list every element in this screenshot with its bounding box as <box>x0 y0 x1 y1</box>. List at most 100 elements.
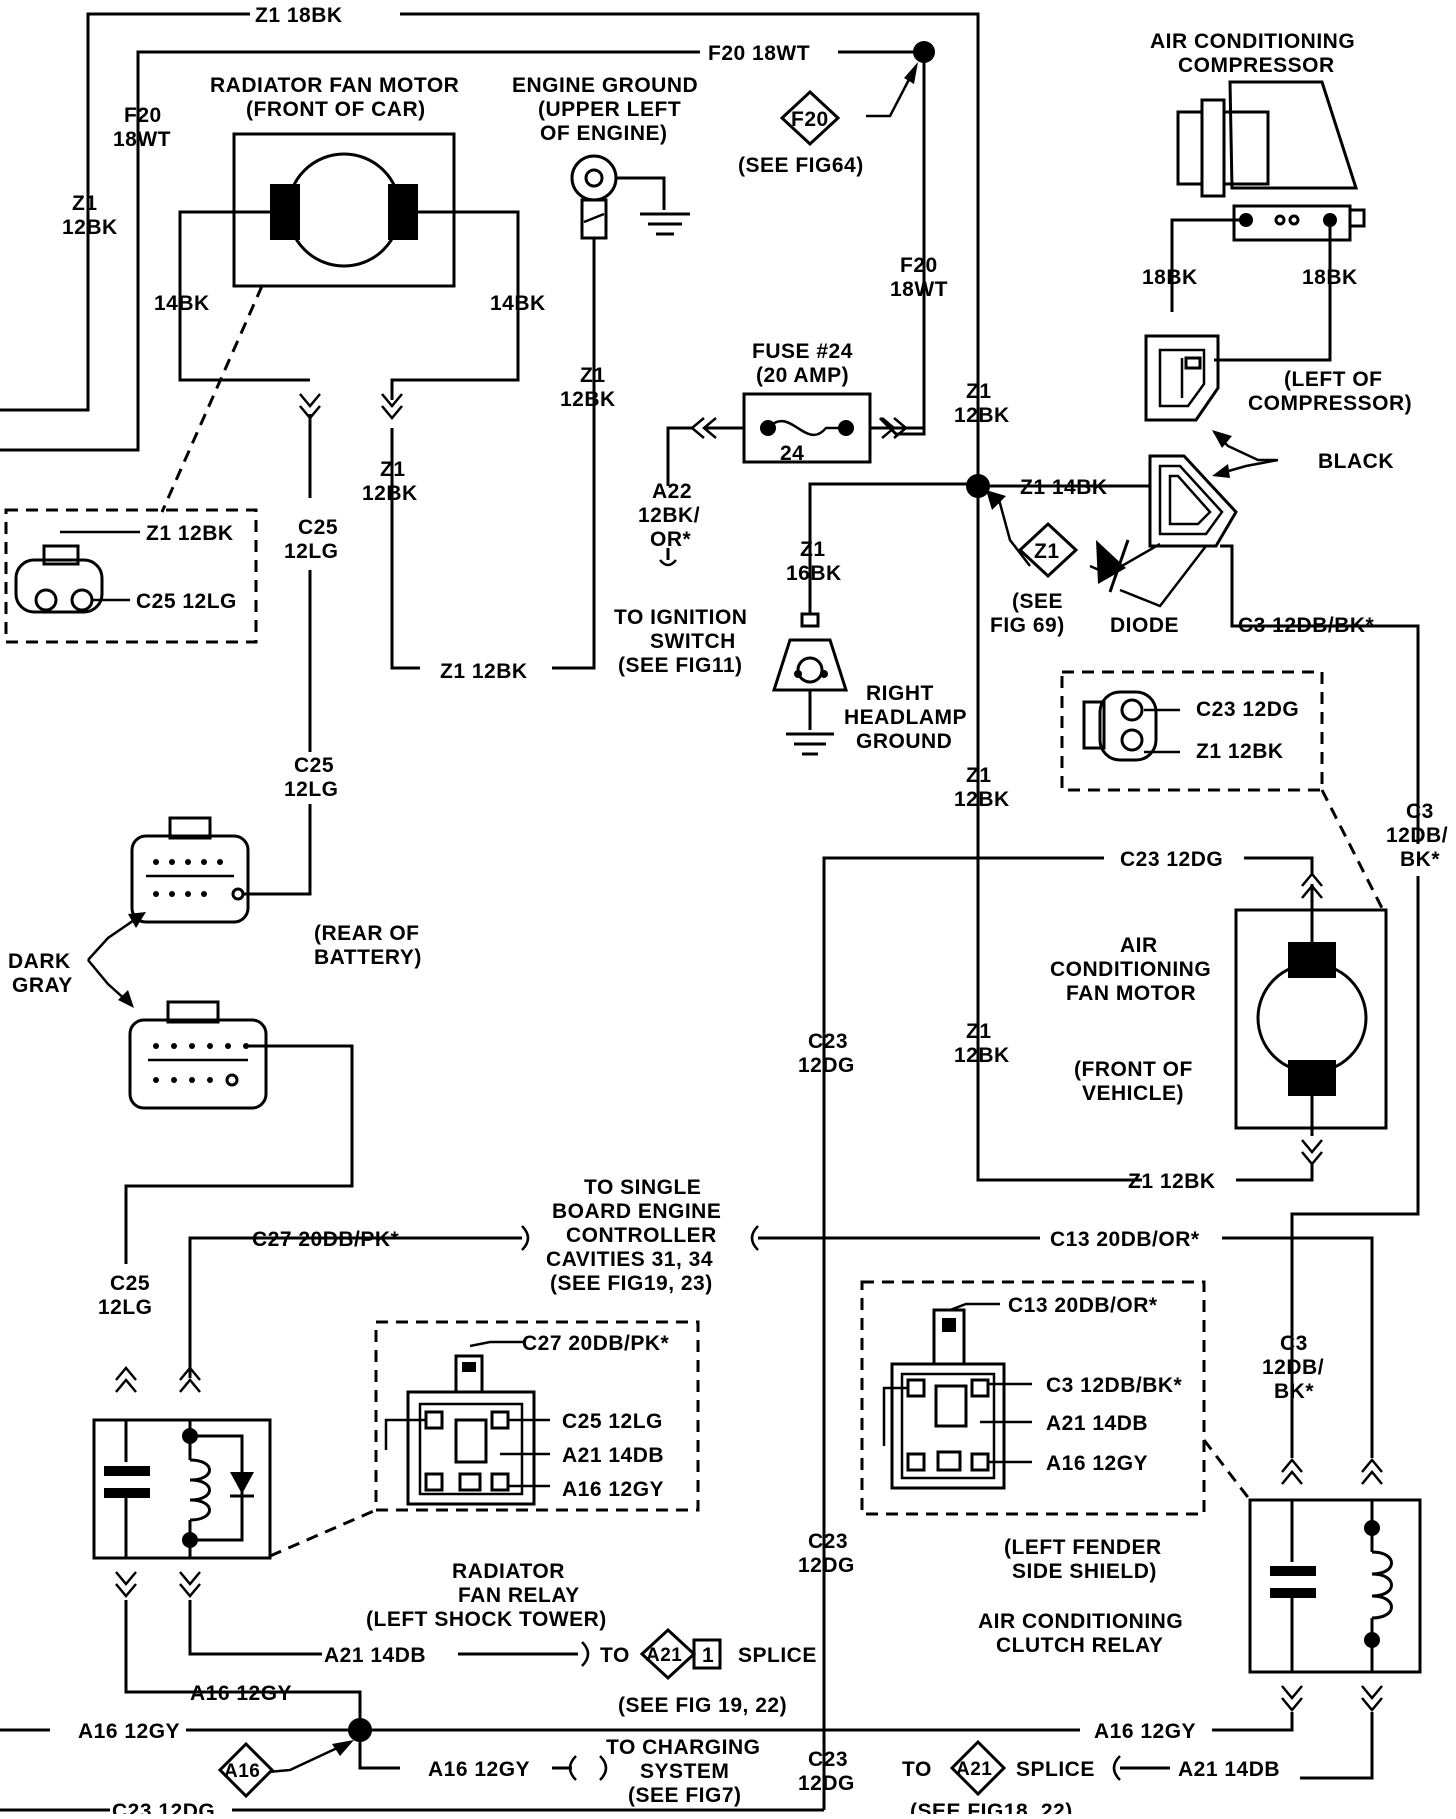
comp-conn-line-2: COMPRESSOR) <box>1248 392 1412 415</box>
engine-ground-line-3: OF ENGINE) <box>540 122 668 145</box>
ac-compressor <box>1170 80 1366 362</box>
headlamp-line-1: RIGHT <box>866 682 934 705</box>
label-c13-20db-or: C13 20DB/OR* <box>1050 1228 1200 1251</box>
label-12bk-left: 12BK <box>62 216 118 239</box>
rad-relay-conn-a21: A21 14DB <box>562 1444 664 1467</box>
label-to-a: TO <box>600 1644 630 1667</box>
charging-line-1: TO CHARGING <box>606 1736 760 1759</box>
left-conn-z1: Z1 12BK <box>146 522 234 545</box>
label-12db-right-a: 12DB/ <box>1386 824 1448 847</box>
label-c3-right-a: C3 <box>1406 800 1434 823</box>
label-z1-12bk-bottom: Z1 12BK <box>440 660 528 683</box>
engine-ground-line-1: ENGINE GROUND <box>512 74 698 97</box>
label-a16-12gy-1: A16 12GY <box>190 1682 292 1705</box>
label-a21-14db-bottom: A21 14DB <box>324 1644 426 1667</box>
label-12db-right-b: 12DB/ <box>1262 1356 1324 1379</box>
ignition-line-1: TO IGNITION <box>614 606 747 629</box>
label-a16-12gy-left: A16 12GY <box>78 1720 180 1743</box>
a16-tag: A16 <box>224 1761 260 1782</box>
label-bk-right-a: BK* <box>1400 848 1440 871</box>
ac-relay-conn-c13: C13 20DB/OR* <box>1008 1294 1158 1317</box>
label-14bk-left: 14BK <box>154 292 210 315</box>
label-c3-right-b: C3 <box>1280 1332 1308 1355</box>
rad-relay-title-1: RADIATOR <box>452 1560 565 1583</box>
label-16bk: 16BK <box>786 562 842 585</box>
dark-gray-pointers <box>87 912 146 1008</box>
label-12lg-a: 12LG <box>284 540 339 563</box>
label-18wt-mid: 18WT <box>890 278 948 301</box>
rad-relay-connector-box <box>374 1320 700 1512</box>
c3-right-wire <box>1290 800 1420 1400</box>
label-see-19-22: (SEE FIG 19, 22) <box>618 1694 787 1717</box>
top-wires <box>0 12 980 484</box>
z1-ref-tag: Z1 <box>1034 540 1060 563</box>
radiator-fan-motor <box>160 132 520 513</box>
label-diode: DIODE <box>1110 614 1179 637</box>
label-f20-mid: F20 <box>900 254 938 277</box>
ac-fan-title-1: AIR <box>1120 934 1158 957</box>
label-a16-12gy-mid: A16 12GY <box>428 1758 530 1781</box>
rad-relay-conn-c27: C27 20DB/PK* <box>522 1332 670 1355</box>
headlamp-line-2: HEADLAMP <box>844 706 967 729</box>
ac-fan-title-3: FAN MOTOR <box>1066 982 1196 1005</box>
controller-line-3: CONTROLLER <box>566 1224 717 1247</box>
black-pointers <box>1212 430 1279 478</box>
ac-fan-connector-box <box>1060 670 1386 913</box>
fuse-title-1: FUSE #24 <box>752 340 853 363</box>
label-18bk-right: 18BK <box>1302 266 1358 289</box>
controller-line-5: (SEE FIG19, 23) <box>550 1272 713 1295</box>
charging-line-3: (SEE FIG7) <box>628 1784 742 1807</box>
ignition-line-3: (SEE FIG11) <box>618 654 743 677</box>
ac-relay-conn-a16: A16 12GY <box>1046 1452 1148 1475</box>
ac-conn-c23: C23 12DG <box>1196 698 1299 721</box>
battery-connector-lower <box>124 1000 354 1264</box>
label-18bk-left: 18BK <box>1142 266 1198 289</box>
label-12bk-eg: 12BK <box>560 388 616 411</box>
label-12bk-bus-b: 12BK <box>954 788 1010 811</box>
diode-connector <box>1089 454 1420 800</box>
controller-line-4: CAVITIES 31, 34 <box>546 1248 713 1271</box>
label-12bk-bus-a: 12BK <box>954 404 1010 427</box>
radiator-fan-title-2: (FRONT OF CAR) <box>246 98 426 121</box>
engine-ground-line-2: (UPPER LEFT <box>538 98 681 121</box>
comp-conn-line-1: (LEFT OF <box>1284 368 1382 391</box>
rad-relay-conn-c25: C25 12LG <box>562 1410 663 1433</box>
charging-line-2: SYSTEM <box>640 1760 729 1783</box>
f20-ref-tag: F20 <box>791 108 829 131</box>
label-c23-c: C23 <box>808 1748 848 1771</box>
label-z1-bus-c: Z1 <box>966 1020 992 1043</box>
label-z1-bus-a: Z1 <box>966 380 992 403</box>
a21-tag-b: A21 <box>956 1759 992 1780</box>
left-connector-box <box>4 508 258 644</box>
label-z1-eg: Z1 <box>580 364 606 387</box>
z1-ref-2: FIG 69) <box>990 614 1065 637</box>
label-12bk-slash: 12BK/ <box>638 504 700 527</box>
ac-fan-motor <box>822 856 1388 1810</box>
ac-fan-c23-top: C23 12DG <box>1120 848 1223 871</box>
bottom-wires <box>0 1627 1170 1812</box>
label-a16-12gy-right: A16 12GY <box>1094 1720 1196 1743</box>
radiator-fan-title-1: RADIATOR FAN MOTOR <box>210 74 459 97</box>
label-f20-18wt: F20 18WT <box>708 42 810 65</box>
compressor-connector <box>1144 334 1220 422</box>
controller-line-2: BOARD ENGINE <box>552 1200 721 1223</box>
compressor-title-1: AIR CONDITIONING <box>1150 30 1355 53</box>
label-bk-right-b: BK* <box>1274 1380 1314 1403</box>
label-or: OR* <box>650 528 692 551</box>
label-c23-a: C23 <box>808 1030 848 1053</box>
label-z1-18bk: Z1 18BK <box>255 4 343 27</box>
battery-connector-upper <box>130 816 250 924</box>
label-14bk-right: 14BK <box>490 292 546 315</box>
a21-num: 1 <box>702 1644 714 1667</box>
headlamp-line-3: GROUND <box>856 730 952 753</box>
label-splice-b: SPLICE <box>1016 1758 1095 1781</box>
f20-ref-note: (SEE FIG64) <box>738 154 864 177</box>
ac-fan-front-2: VEHICLE) <box>1082 1082 1184 1105</box>
compressor-title-2: COMPRESSOR <box>1178 54 1335 77</box>
ac-fan-front-1: (FRONT OF <box>1074 1058 1193 1081</box>
label-f20-left: F20 <box>124 104 162 127</box>
label-z1-bus-b: Z1 <box>966 764 992 787</box>
label-c23-12dg-bottom: C23 12DG <box>112 1800 215 1814</box>
